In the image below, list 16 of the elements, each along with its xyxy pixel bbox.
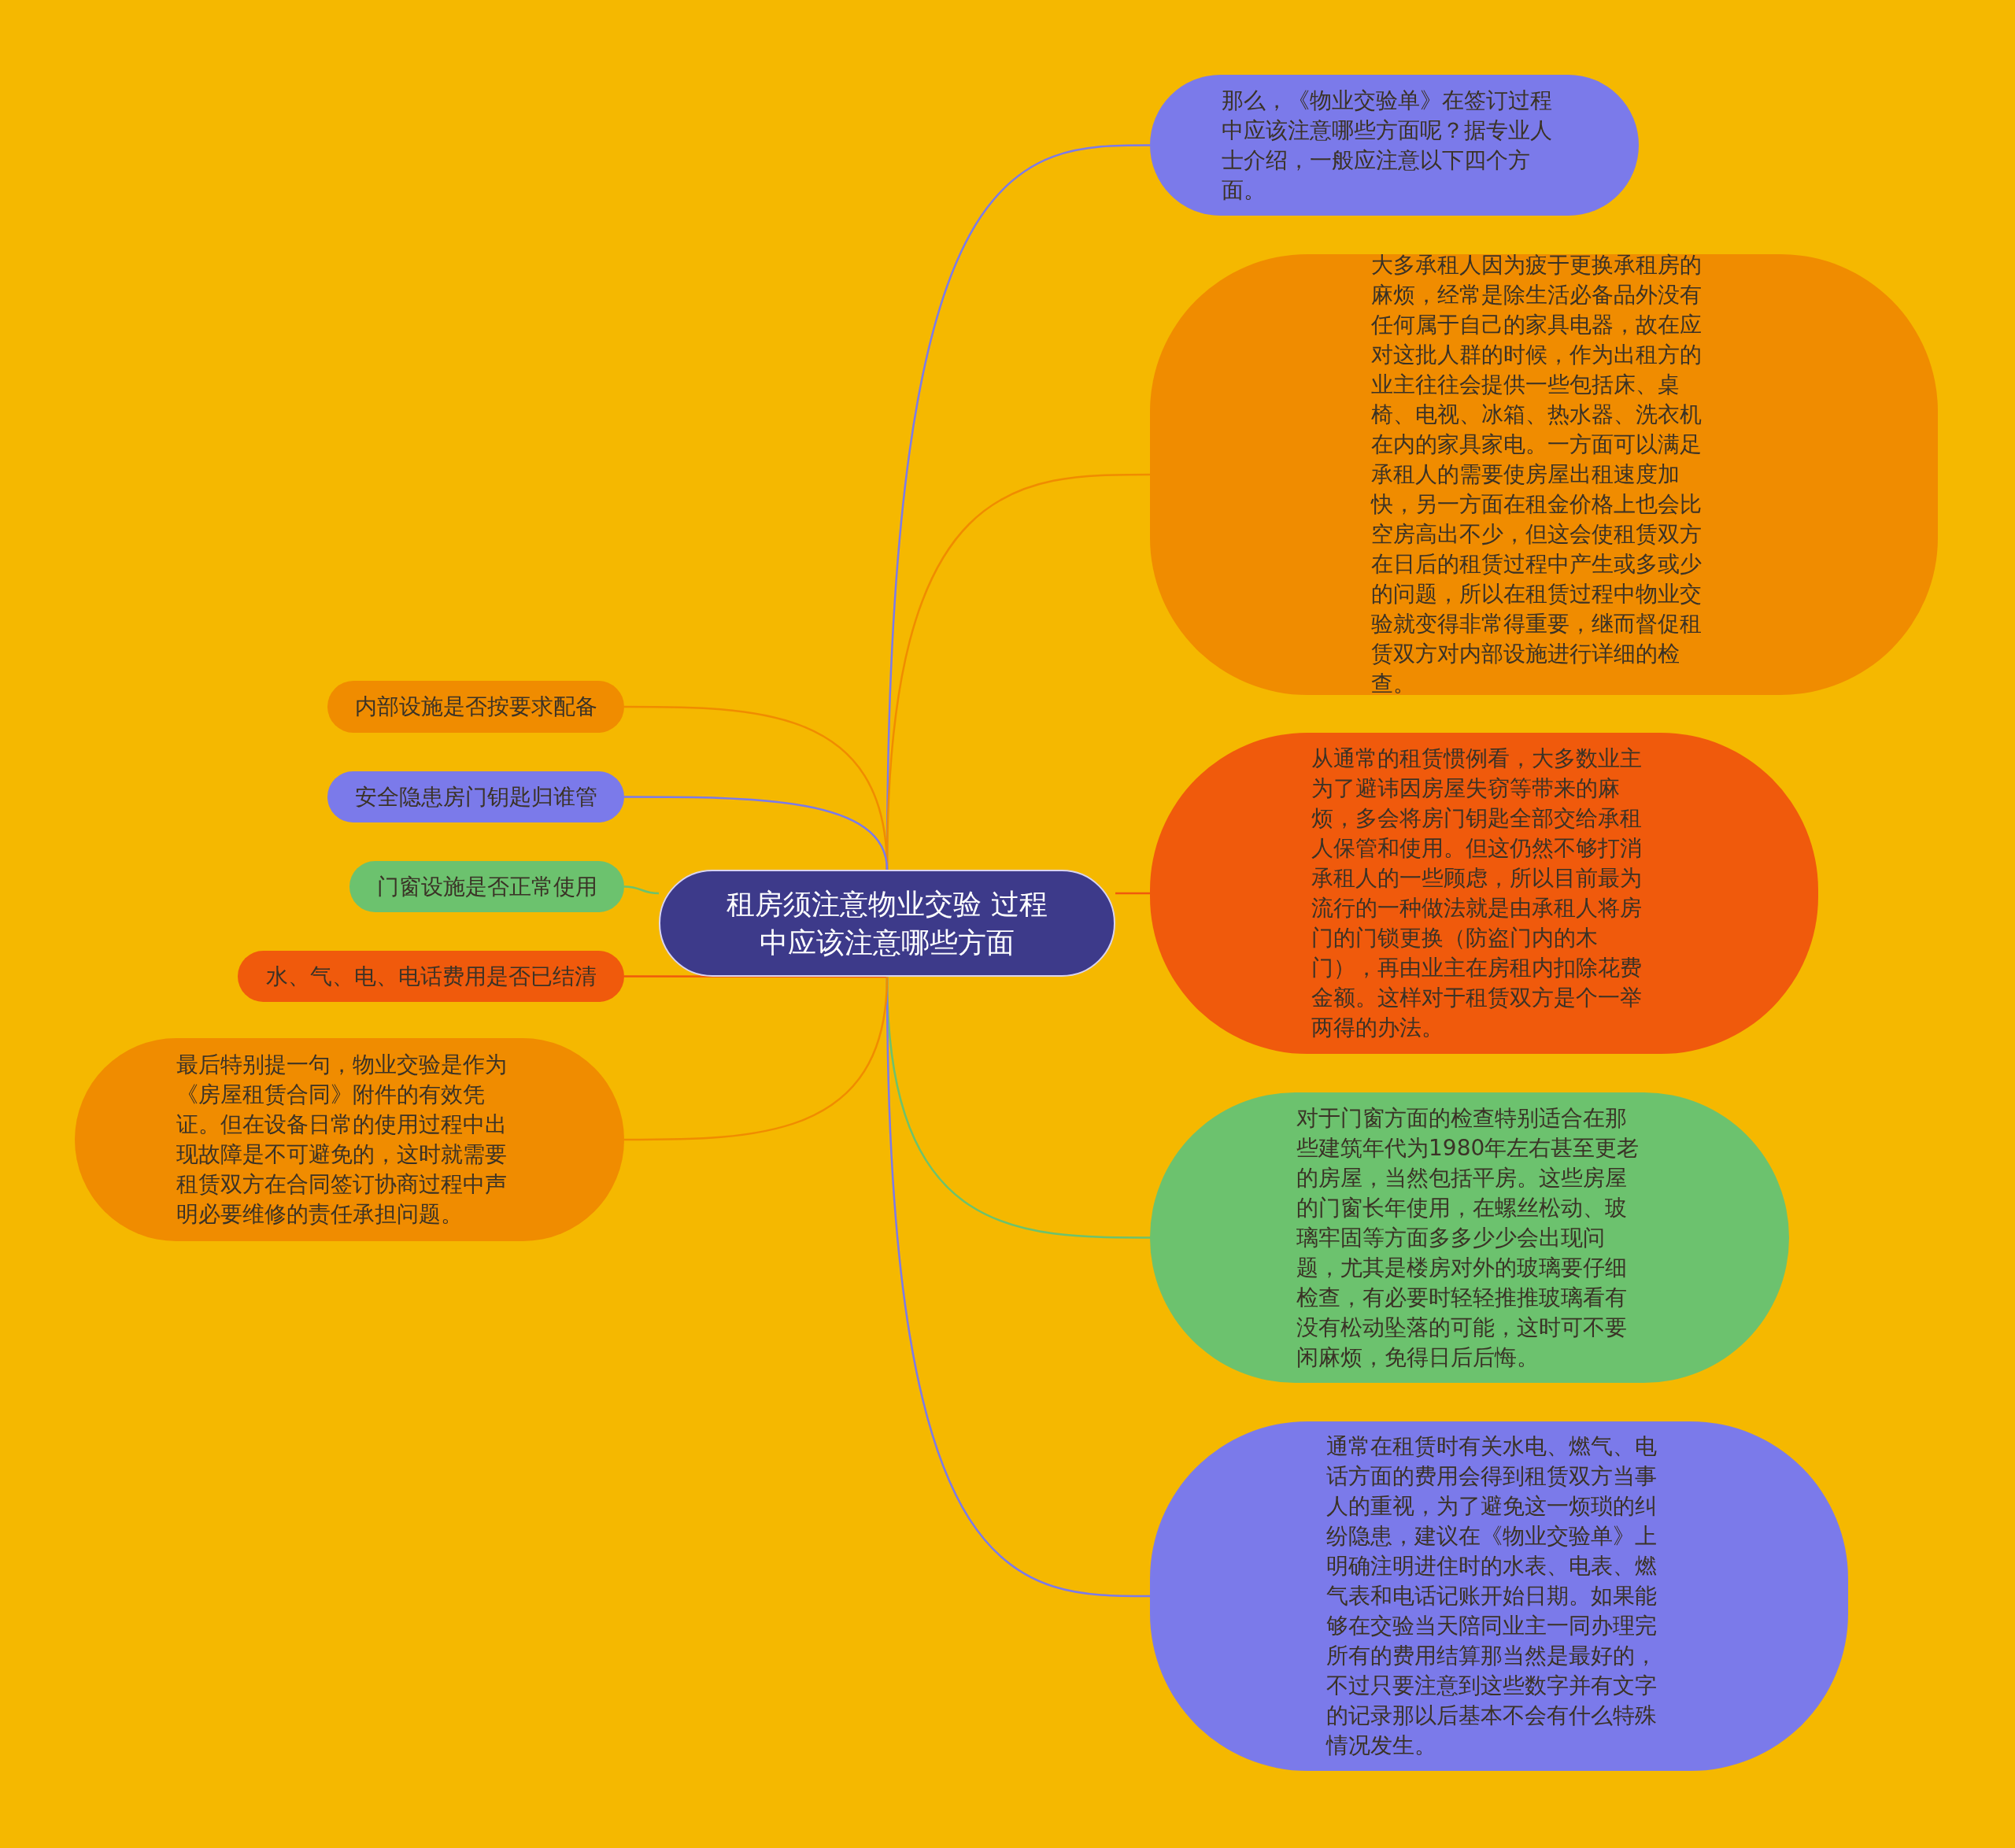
topic-bubble: 安全隐患房门钥匙归谁管 [327, 771, 624, 822]
topic-bubble: 通常在租赁时有关水电、燃气、电话方面的费用会得到租赁双方当事人的重视，为了避免这一烦琐的纠纷隐患，建议在《物业交验单》上明确注明进住时的水表、电表、燃气表和电话记账开始日期。如果能够在交验当天陪同业主一同办理完所有的费用结算那当然是最好的，不过只要注意到这些数字并有文字的记录那以后基本不会有什么特殊情况发生。 [1150, 1421, 1848, 1771]
topic-bubble: 最后特别提一句，物业交验是作为《房屋租赁合同》附件的有效凭证。但在设备日常的使用过程中出现故障是不可避免的，这时就需要租赁双方在合同签订协商过程中声明必要维修的责任承担问题。 [75, 1038, 624, 1241]
topic-bubble: 水、气、电、电话费用是否已结清 [238, 951, 624, 1002]
topic-bubble: 从通常的租赁惯例看，大多数业主为了避讳因房屋失窃等带来的麻烦，多会将房门钥匙全部交给承租人保管和使用。但这仍然不够打消承租人的一些顾虑，所以目前最为流行的一种做法就是由承租人将房门的门锁更换（防盗门内的木门），再由业主在房租内扣除花费金额。这样对于租赁双方是个一举两得的办法。 [1150, 733, 1818, 1054]
topic-bubble: 门窗设施是否正常使用 [349, 861, 624, 912]
topic-bubble: 大多承租人因为疲于更换承租房的麻烦，经常是除生活必备品外没有任何属于自己的家具电器，故在应对这批人群的时候，作为出租方的业主往往会提供一些包括床、桌椅、电视、冰箱、热水器、洗衣机在内的家具家电。一方面可以满足承租人的需要使房屋出租速度加快，另一方面在租金价格上也会比空房高出不少，但这会使租赁双方在日后的租赁过程中产生或多或少的问题，所以在租赁过程中物业交验就变得非常得重要，继而督促租赁双方对内部设施进行详细的检查。 [1150, 254, 1938, 695]
topic-bubble: 那么，《物业交验单》在签订过程中应该注意哪些方面呢？据专业人士介绍，一般应注意以下四个方面。 [1150, 75, 1639, 216]
connector-line [624, 975, 888, 978]
central-topic: 租房须注意物业交验 过程中应该注意哪些方面 [659, 870, 1115, 977]
topic-bubble: 内部设施是否按要求配备 [327, 681, 624, 733]
connector-line [624, 796, 889, 870]
connector-line [624, 976, 889, 1141]
connector-line [1115, 892, 1150, 895]
topic-bubble: 对于门窗方面的检查特别适合在那些建筑年代为1980年左右甚至更老的房屋，当然包括平房。这些房屋的门窗长年使用，在螺丝松动、玻璃牢固等方面多多少少会出现问题，尤其是楼房对外的玻璃要仔细检查，有必要时轻轻推推玻璃看有没有松动坠落的可能，这时可不要闲麻烦，免得日后后悔。 [1150, 1092, 1789, 1383]
connector-line [623, 885, 660, 895]
